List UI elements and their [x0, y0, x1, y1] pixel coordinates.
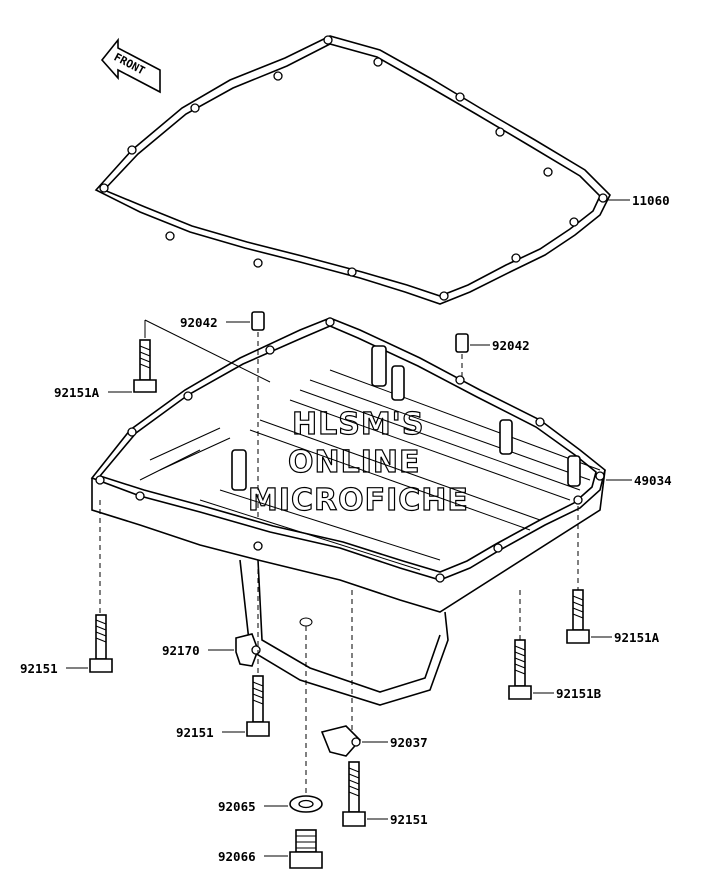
pan-internal-ribs	[139, 369, 601, 571]
washer-92065	[289, 795, 323, 813]
oil-pan	[90, 317, 606, 706]
clamp-92037	[320, 725, 362, 757]
callout-bolt-left-upper: 92151A	[54, 385, 100, 400]
watermark-line-2: ONLINE	[288, 445, 421, 480]
gasket-bolt-holes	[99, 35, 608, 301]
callout-gasket: 11060	[632, 193, 670, 208]
bolt-92151-center	[246, 675, 270, 737]
callout-bolt-center: 92151	[176, 725, 214, 740]
bolt-92151-left	[89, 614, 113, 673]
callout-clamp-2: 92037	[390, 735, 428, 750]
bolt-92151-bottom	[342, 761, 366, 827]
watermark: HLSM'S ONLINE MICROFICHE	[247, 406, 469, 518]
watermark-line-3: MICROFICHE	[248, 483, 469, 518]
callout-dowel-right: 92042	[492, 338, 530, 353]
front-arrow-icon: FRONT	[100, 37, 161, 94]
watermark-line-1: HLSM'S	[292, 407, 424, 442]
callout-bolt-right-b: 92151B	[556, 686, 602, 701]
dowel-pin-right	[455, 333, 469, 353]
callout-oil-pan: 49034	[634, 473, 672, 488]
callout-bolt-bottom: 92151	[390, 812, 428, 827]
pan-flange-holes	[95, 317, 605, 583]
clamp-92170	[235, 633, 261, 667]
callout-bolt-right-a: 92151A	[614, 630, 660, 645]
bolt-92151a-left	[133, 339, 157, 393]
callout-washer: 92065	[218, 799, 256, 814]
callout-dowel-left: 92042	[180, 315, 218, 330]
bolt-92151a-right	[566, 589, 590, 644]
callout-drain-plug: 92066	[218, 849, 256, 864]
dowel-pin-left	[251, 311, 265, 331]
callout-clamp: 92170	[162, 643, 200, 658]
drain-plug-92066	[289, 829, 323, 869]
gasket	[94, 35, 611, 305]
bolt-92151b	[508, 639, 532, 700]
callout-bolt-left-lower: 92151	[20, 661, 58, 676]
